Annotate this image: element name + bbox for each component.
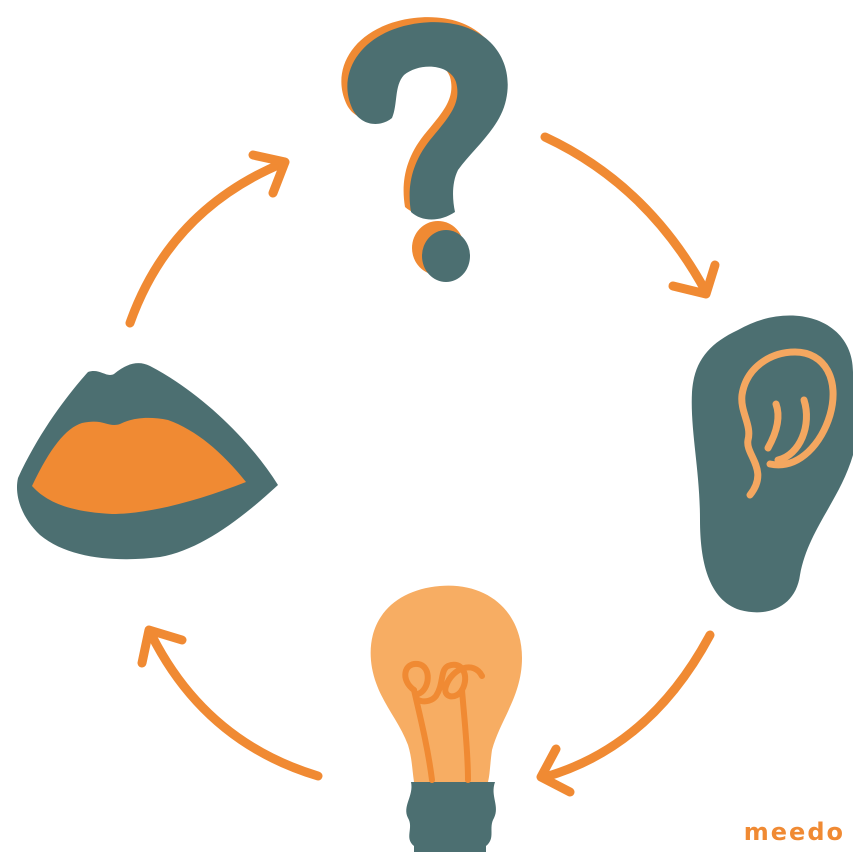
question-mark-icon [341, 17, 508, 282]
light-bulb-icon [370, 585, 522, 852]
ear-icon [691, 315, 853, 613]
arrow-ear-to-bulb [536, 630, 715, 797]
arrow-lips-to-question [125, 150, 290, 328]
brand-logo-text: meedo [743, 818, 845, 846]
arrow-question-to-ear [540, 132, 720, 299]
arrow-bulb-to-lips [137, 625, 323, 781]
lips-icon [16, 363, 279, 560]
